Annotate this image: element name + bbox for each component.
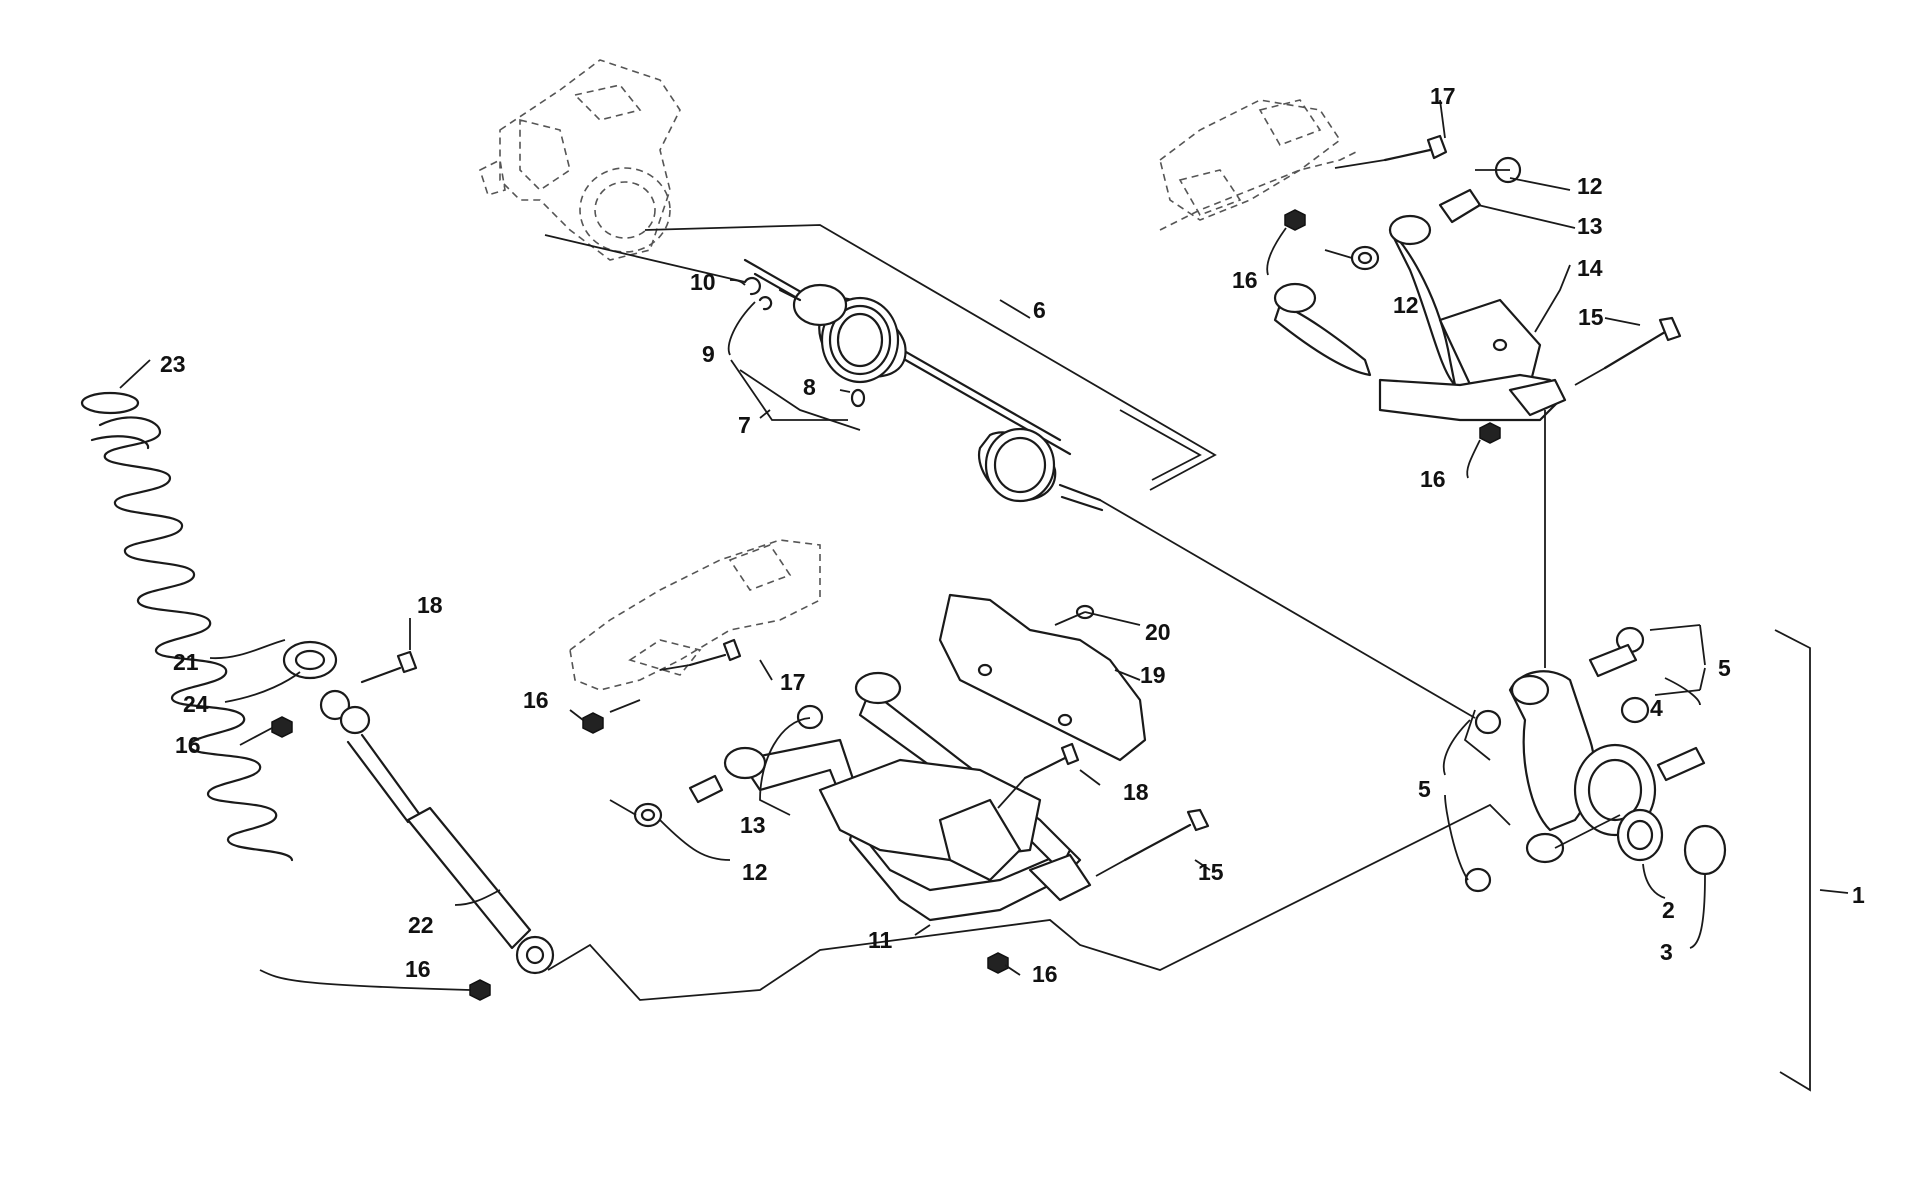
callout-17-upper: 17 [1430, 83, 1456, 109]
callout-leaders [119, 99, 1849, 991]
callout-16-lower-right: 16 [1032, 961, 1058, 987]
lower-bushing-12a [633, 802, 663, 828]
upper-a-arm [1273, 214, 1567, 422]
callout-19: 19 [1140, 662, 1166, 688]
callout-13-lower: 13 [740, 812, 766, 838]
callout-18-lower-arm: 18 [1123, 779, 1149, 805]
lower-a-arm [723, 671, 1092, 922]
upper-arm-bushing-12b [1350, 245, 1380, 271]
knuckle-sleeve-4b [1656, 746, 1706, 782]
knuckle-bushing-5a [1474, 709, 1502, 735]
spring-seat-24 [282, 640, 338, 680]
ghost-gearcase-housing [479, 59, 681, 261]
callout-9: 9 [702, 341, 715, 367]
callout-5-right: 5 [1718, 655, 1731, 681]
callout-12-upper-mid: 12 [1393, 292, 1419, 318]
bearing-2 [1616, 808, 1664, 862]
callout-12-lower: 12 [742, 859, 768, 885]
callout-23: 23 [160, 351, 186, 377]
callout-13-upper: 13 [1577, 213, 1603, 239]
drive-half-shaft [743, 258, 1104, 512]
callout-16-upper-right: 16 [1420, 466, 1446, 492]
callout-17-lower: 17 [780, 669, 806, 695]
callout-7: 7 [738, 412, 751, 438]
callout-16-shock-bottom: 16 [405, 956, 431, 982]
upper-locknut-16a [1284, 209, 1306, 231]
callout-16-upper-left: 16 [1232, 267, 1258, 293]
callout-15-upper: 15 [1578, 304, 1604, 330]
upper-arm-sleeve-13 [1438, 188, 1482, 224]
callout-3: 3 [1660, 939, 1673, 965]
lower-bolt-17 [688, 638, 742, 667]
knuckle-bushing-5d [1620, 696, 1650, 724]
shock-bolt-18 [360, 650, 418, 684]
ghost-upper-frame [1159, 99, 1361, 231]
callout-21: 21 [173, 649, 199, 675]
lower-bolt-15 [1123, 808, 1210, 862]
callout-24: 24 [183, 691, 209, 717]
callout-18-shock: 18 [417, 592, 443, 618]
shock-absorber-22 [319, 689, 555, 975]
lower-bolt-18 [1023, 742, 1080, 780]
assembly-lines [544, 159, 1811, 1092]
callout-20: 20 [1145, 619, 1171, 645]
callout-8: 8 [803, 374, 816, 400]
callout-15-lower: 15 [1198, 859, 1224, 885]
skid-plate-19 [938, 593, 1147, 762]
shock-locknut-16b [469, 979, 491, 1001]
lower-locknut-16a [582, 712, 604, 734]
callout-5-left: 5 [1418, 776, 1431, 802]
oring-8 [850, 388, 866, 408]
callout-11: 11 [868, 927, 893, 953]
callout-16-lower-left: 16 [523, 687, 549, 713]
snap-ring-3 [1683, 824, 1727, 876]
callout-22: 22 [408, 912, 434, 938]
upper-bolt-17 [1383, 134, 1448, 162]
circlip-10 [743, 276, 761, 296]
callout-6: 6 [1033, 297, 1046, 323]
coil-spring-21 [90, 416, 294, 862]
shock-locknut-16a [271, 716, 293, 738]
callout-2: 2 [1662, 897, 1675, 923]
lower-sleeve-13 [688, 774, 724, 804]
callout-1: 1 [1852, 882, 1865, 908]
callout-10: 10 [690, 269, 716, 295]
callout-12-upper-right: 12 [1577, 173, 1603, 199]
ring-9 [758, 296, 773, 311]
knuckle-sleeve-4a [1588, 643, 1638, 678]
callout-labels: 1 2 3 4 5 5 6 7 8 9 10 11 12 12 12 13 13… [160, 83, 1865, 987]
ghost-lower-frame [569, 539, 821, 691]
lower-locknut-16b [987, 952, 1009, 974]
upper-locknut-16b [1479, 422, 1501, 444]
spring-retainer-23 [80, 391, 140, 415]
callout-4: 4 [1650, 695, 1663, 721]
knuckle-bushing-5b [1464, 867, 1492, 893]
upper-bolt-15 [1603, 316, 1682, 370]
callout-14: 14 [1577, 255, 1603, 281]
callout-16-shock-top: 16 [175, 732, 201, 758]
lower-bushing-12b [796, 704, 824, 730]
